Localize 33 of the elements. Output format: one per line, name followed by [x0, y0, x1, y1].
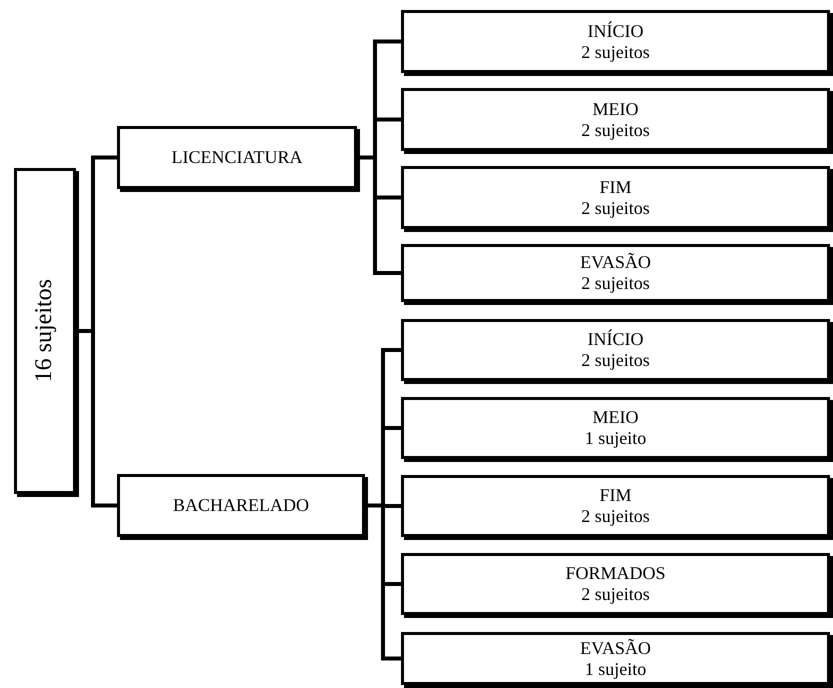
box-subtitle: 1 sujeito [584, 428, 646, 449]
stage-box [401, 166, 830, 229]
stage-box [401, 553, 830, 615]
box-title: FORMADOS [565, 563, 666, 584]
box-subtitle: 2 sujeitos [581, 198, 650, 218]
stage-box [401, 244, 830, 302]
box-title: INÍCIO [588, 20, 644, 42]
box-subtitle: 2 sujeitos [581, 506, 650, 527]
box-subtitle: 2 sujeitos [581, 273, 650, 294]
box-title: INÍCIO [588, 329, 644, 350]
box-title: BACHARELADO [172, 495, 309, 516]
category-box [117, 126, 357, 189]
box-subtitle: 2 sujeitos [581, 42, 650, 62]
box-title: EVASÃO [580, 638, 651, 658]
box-title: MEIO [592, 98, 638, 120]
stage-box [401, 397, 830, 459]
group-box [14, 168, 76, 494]
stage-box [401, 10, 830, 73]
box-subtitle: 1 sujeito [584, 658, 646, 680]
box-subtitle: 2 sujeitos [581, 120, 650, 140]
box-title: EVASÃO [580, 252, 651, 273]
category-box [117, 474, 365, 537]
stage-box [401, 632, 830, 685]
box-title: LICENCIATURA [172, 147, 302, 168]
box-subtitle: 2 sujeitos [581, 584, 650, 605]
box-title: FIM [599, 485, 632, 506]
box-title: FIM [599, 176, 632, 198]
box-title: 16 sujeitos [31, 279, 58, 383]
stage-box [401, 475, 830, 537]
stage-box [401, 319, 830, 381]
stage-box [401, 88, 830, 151]
box-subtitle: 2 sujeitos [581, 350, 650, 371]
box-title: MEIO [592, 407, 638, 428]
